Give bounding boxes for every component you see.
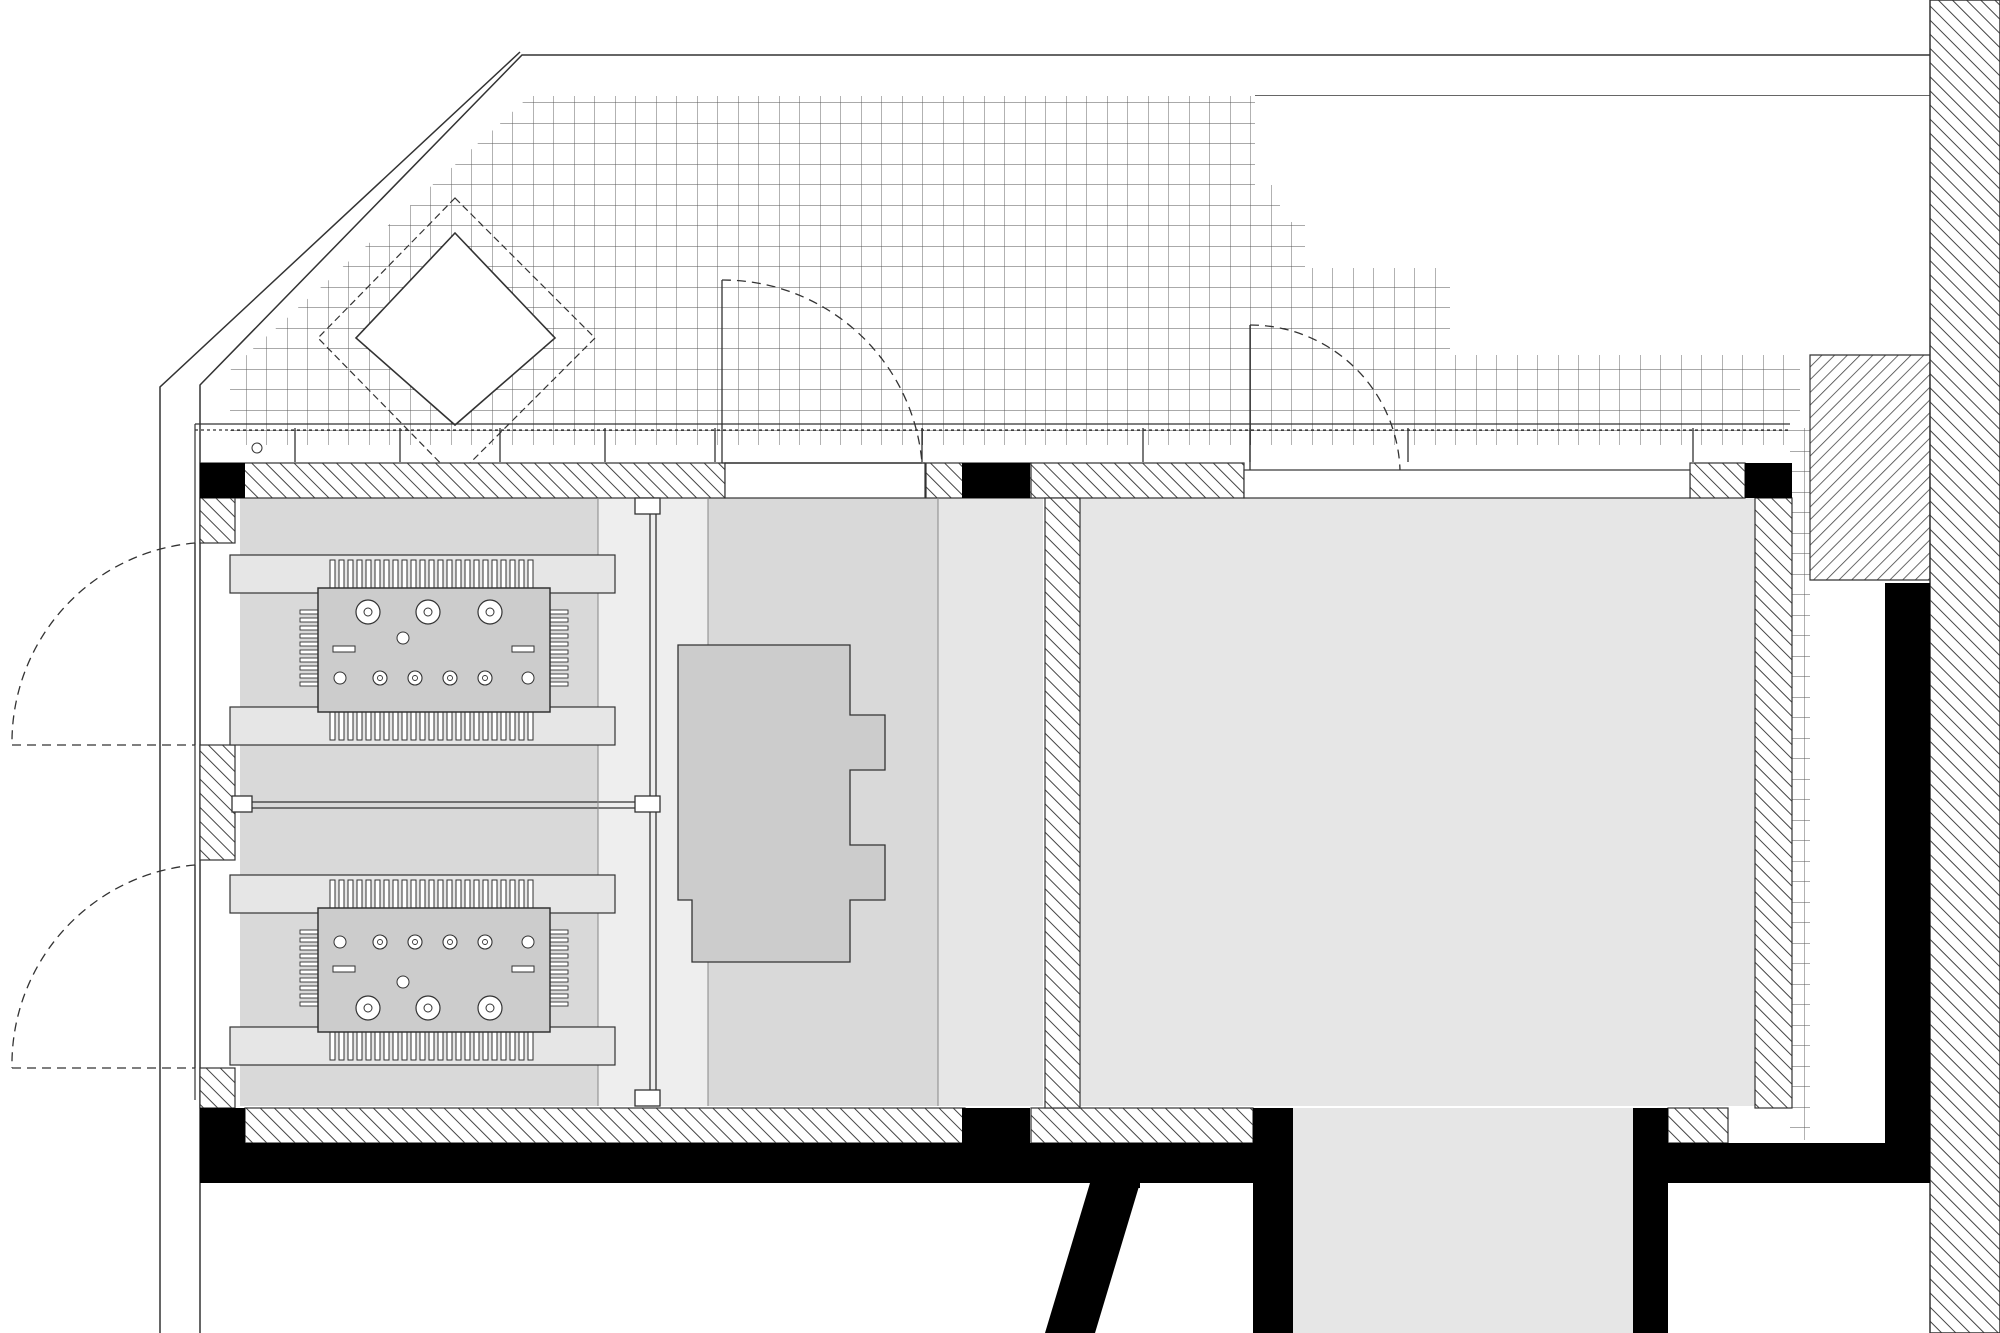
- canopy-posts: [251, 428, 1694, 462]
- entrance-passage-floor: [1293, 1108, 1633, 1333]
- transformer: [229, 554, 616, 746]
- north-door-left: [721, 279, 923, 464]
- solid-structure: [200, 463, 1930, 1333]
- drain-icon: [251, 442, 263, 454]
- skylight: [317, 197, 596, 479]
- bay-partition: [231, 497, 661, 1107]
- switchgear-cabinet: [677, 644, 886, 963]
- main-room-floor: [1080, 498, 1755, 1106]
- hatched-step-east: [1809, 354, 1931, 581]
- transformers: [229, 554, 616, 1066]
- north-openings: [724, 462, 1691, 499]
- west-double-door-lower: [11, 864, 196, 1069]
- transformer: [229, 874, 616, 1066]
- door-swings: [11, 279, 1401, 1069]
- switchgear-corridor: [938, 498, 1043, 1106]
- west-double-door-upper: [11, 542, 196, 746]
- east-boundary-wall: [1929, 0, 2000, 1333]
